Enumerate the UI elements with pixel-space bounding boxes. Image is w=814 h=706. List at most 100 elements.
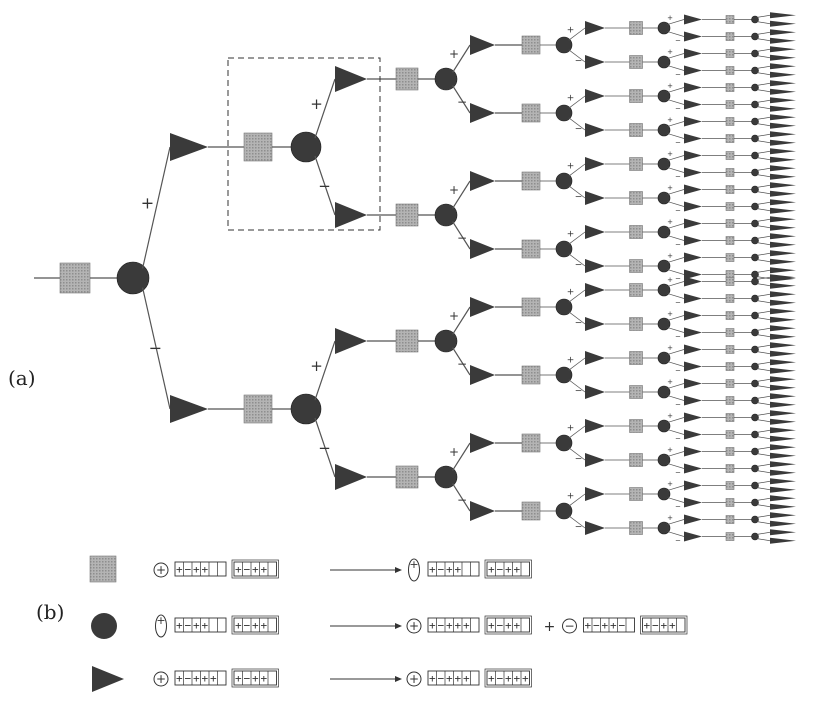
branch-sign-label: − [675,468,681,476]
branch-sign-label: − [575,319,583,329]
triangle-icon [770,12,796,19]
circle-icon [657,21,671,35]
panel-label-a: (a) [8,366,36,390]
tape-cell-symbol: + [669,619,676,632]
circle-icon [751,117,759,126]
connector-line [757,259,771,263]
triangle-icon [770,207,796,214]
triangle-icon [770,427,796,434]
tape-cell-symbol: + [260,672,267,685]
branch-sign-label: − [675,366,681,374]
branch-sign-label: + [667,344,673,352]
triangle-icon [684,218,702,229]
circle-icon [290,131,322,163]
connector-line [757,55,771,59]
triangle-icon [585,317,605,331]
triangle-icon [770,316,796,323]
connector-line [757,429,771,433]
triangle-icon [770,105,796,112]
triangle-icon [684,361,702,372]
connector-line [568,27,586,41]
connector-line [667,189,685,195]
connector-line [452,442,471,471]
connector-line [757,116,771,120]
connector-line [314,417,336,478]
connector-line [452,44,471,73]
branch-sign-label: − [675,36,681,44]
tape-frame [486,670,530,686]
triangle-icon [684,276,702,287]
triangle-icon [770,37,796,44]
square-icon [725,49,735,58]
tape-cell-symbol: + [235,619,242,632]
tape-cell-symbol: + [260,619,267,632]
connector-line [667,65,685,71]
square-icon [725,447,735,456]
circle-icon [657,487,671,501]
tape-strip: +−++ [640,615,688,635]
circle-icon [751,345,759,354]
triangle-icon [684,378,702,389]
state-tag-sign: − [564,619,574,633]
connector-line [757,470,771,474]
connector-line [757,269,771,273]
branch-sign-label: + [667,150,673,158]
connector-line [757,317,771,321]
branch-sign-label: + [667,514,673,522]
connector-line [667,315,685,321]
connector-line [667,519,685,525]
connector-line [667,417,685,423]
circle-icon [751,134,759,143]
branch-sign-label: + [449,309,459,323]
connector-line [757,150,771,154]
triangle-icon [770,216,796,223]
square-icon [725,430,735,439]
connector-line [667,31,685,37]
triangle-icon [684,446,702,457]
connector-line [667,281,685,287]
branch-sign-label: − [575,125,583,135]
square-icon [725,100,735,109]
triangle-icon [770,308,796,315]
tape-cell-symbol: + [505,672,512,685]
connector-line [667,361,685,367]
triangle-icon [770,165,796,172]
branch-sign-label: − [675,240,681,248]
tape-cell-symbol: + [176,672,183,685]
branch-sign-label: − [675,502,681,510]
state-tag-sign: + [409,619,419,633]
connector-line [757,327,771,331]
square-icon [725,481,735,490]
circle-icon [751,219,759,228]
triangle-icon [770,418,796,425]
tape-outer-frame [484,668,532,688]
connector-line [314,340,336,401]
tape-cell-symbol: − [184,563,191,576]
state-tag-sign: + [156,614,165,627]
arrow-head-icon [395,567,402,573]
connector-line [568,231,586,245]
state-tag-circle [406,671,422,687]
triangle-icon [585,191,605,205]
branch-sign-label: + [567,94,575,104]
triangle-icon [585,521,605,535]
connector-line [757,123,771,127]
triangle-icon [770,299,796,306]
triangle-icon [684,14,702,25]
tape-cell-symbol: + [454,619,461,632]
connector-line [757,82,771,86]
circle-icon [434,329,458,353]
triangle-icon [335,464,367,490]
tape-cell-symbol: + [429,619,436,632]
connector-line [757,531,771,535]
connector-line [667,269,685,275]
square-icon [725,379,735,388]
connector-line [757,31,771,35]
tape-strip: +−+++ [484,668,532,688]
circle-icon [751,32,759,41]
square-icon [521,103,541,123]
branch-sign-label: + [667,252,673,260]
triangle-icon [770,182,796,189]
connector-line [568,253,586,267]
connector-line [757,334,771,338]
